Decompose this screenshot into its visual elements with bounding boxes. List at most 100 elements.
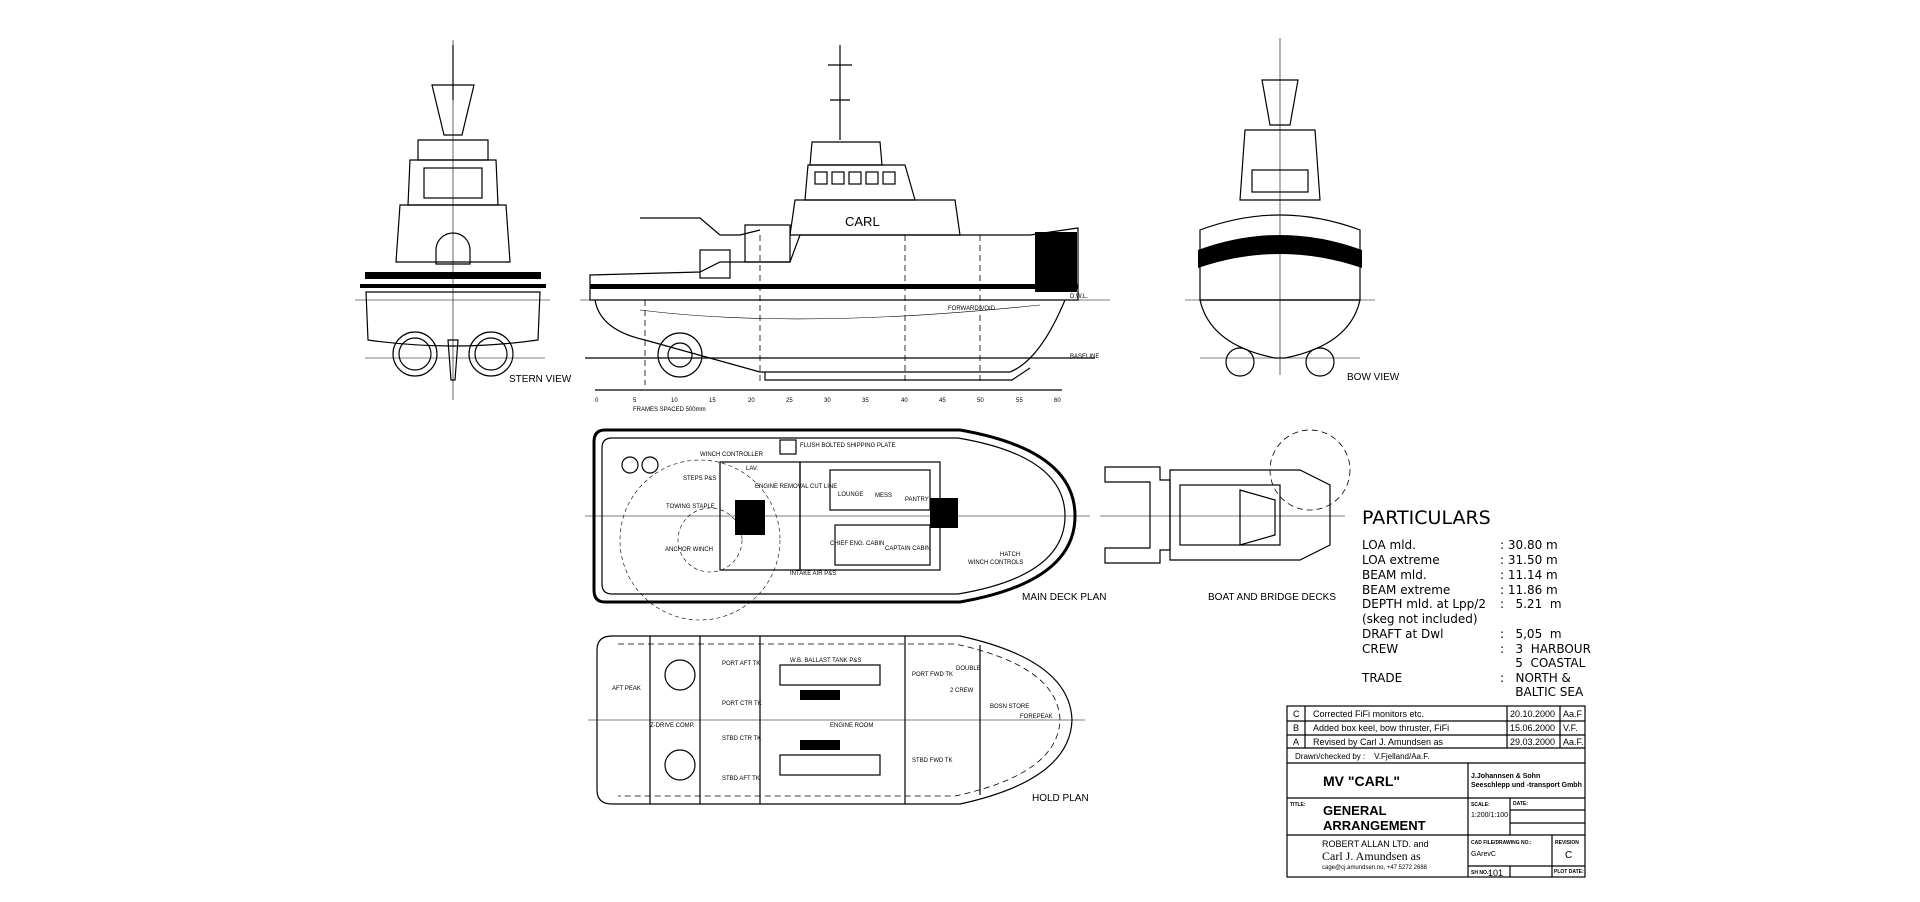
deck-label: ANCHOR WINCH xyxy=(665,547,713,553)
main-deck-plan: WINCH CONTROLLER FLUSH BOLTED SHIPPING P… xyxy=(585,428,1106,621)
hull-name: CARL xyxy=(845,214,880,229)
particulars-title: PARTICULARS xyxy=(1362,507,1491,529)
revision-label: REVISION xyxy=(1555,840,1579,846)
revision-by: Aa.F. xyxy=(1563,737,1584,747)
hold-plan: AFT PEAK PORT AFT TK PORT CTR TK STBD CT… xyxy=(588,635,1089,805)
hold-label: STBD FWD TK xyxy=(912,758,953,764)
frame-tick: 10 xyxy=(671,398,678,404)
title-label: TITLE: xyxy=(1290,802,1306,808)
particular-value: : NORTH & xyxy=(1500,671,1571,685)
boat-bridge-decks-label: BOAT AND BRIDGE DECKS xyxy=(1208,592,1336,603)
particular-label: LOA extreme xyxy=(1362,553,1440,567)
particular-value: : 31.50 m xyxy=(1500,553,1558,567)
dwl-label: D.W.L. xyxy=(1070,294,1088,300)
cad-value: GArevC xyxy=(1471,851,1496,858)
hold-label: BOSN STORE xyxy=(990,704,1029,710)
title-block: C Corrected FiFi monitors etc. 20.10.200… xyxy=(1286,705,1586,878)
particulars-table: PARTICULARS LOA mld. : 30.80 m LOA extre… xyxy=(1361,507,1591,699)
frame-tick: 50 xyxy=(977,398,984,404)
particular-label: LOA mld. xyxy=(1362,538,1416,552)
hold-label: PORT FWD TK xyxy=(912,672,953,678)
side-profile: CARL FORWARD VOID BASELINE D.W.L. 0 5 10… xyxy=(580,45,1110,413)
frame-tick: 0 xyxy=(595,398,599,404)
hold-label: DOUBLE xyxy=(956,666,981,672)
revision-date: 15.06.2000 xyxy=(1510,723,1555,733)
deck-label: FLUSH BOLTED SHIPPING PLATE xyxy=(800,443,895,449)
deck-label: TOWING STAPLE xyxy=(666,504,715,510)
scale-label: SCALE: xyxy=(1471,802,1490,808)
hold-label: AFT PEAK xyxy=(612,686,641,692)
designer-line2: Carl J. Amundsen as xyxy=(1322,849,1421,863)
owner-line2: Seeschlepp und -transport Gmbh xyxy=(1471,782,1582,789)
designer-contact: cage@cj.amundsen.no, +47 5272 2688 xyxy=(1322,865,1428,871)
particular-value: : 5.21 m xyxy=(1500,597,1562,611)
stern-view: STERN VIEW xyxy=(355,40,572,400)
main-deck-plan-label: MAIN DECK PLAN xyxy=(1022,592,1106,603)
frame-tick: 40 xyxy=(901,398,908,404)
bow-view: BOW VIEW xyxy=(1185,38,1400,383)
hold-label: ENGINE ROOM xyxy=(830,723,873,729)
deck-label: ENGINE REMOVAL CUT LINE xyxy=(755,484,837,490)
deck-label: LOUNGE xyxy=(838,492,863,498)
revision-letter: B xyxy=(1293,723,1299,733)
vessel-name: MV "CARL" xyxy=(1323,773,1400,789)
baseline-label: BASELINE xyxy=(1070,354,1099,360)
deck-label: INTAKE AIR P&S xyxy=(790,571,836,577)
particular-label: DEPTH mld. at Lpp/2 xyxy=(1362,597,1486,611)
deck-label: STEPS P&S xyxy=(683,476,716,482)
deck-label: PANTRY xyxy=(905,497,929,503)
hold-label: PORT CTR TK xyxy=(722,701,762,707)
sheet-value: 101 xyxy=(1488,868,1503,878)
frame-tick: 20 xyxy=(748,398,755,404)
scale-value: 1:200/1:100 xyxy=(1471,812,1508,819)
particular-value: : 30.80 m xyxy=(1500,538,1558,552)
revision-date: 20.10.2000 xyxy=(1510,709,1555,719)
deck-label: CAPTAIN CABIN xyxy=(885,546,931,552)
particular-label: TRADE xyxy=(1361,671,1402,685)
designer-line1: ROBERT ALLAN LTD. and xyxy=(1322,839,1429,849)
hold-label: 2 CREW xyxy=(950,688,974,694)
hold-label: PORT AFT TK xyxy=(722,661,760,667)
revision-value: C xyxy=(1565,850,1572,861)
drawn-checked: Drawn/checked by : V.Fjelland/Aa.F. xyxy=(1295,752,1429,761)
deck-label: MESS xyxy=(875,493,892,499)
date-label: DATE: xyxy=(1513,801,1528,807)
frame-tick: 30 xyxy=(824,398,831,404)
frame-tick: 25 xyxy=(786,398,793,404)
hold-label: W.B. BALLAST TANK P&S xyxy=(790,658,861,664)
forward-void-label: FORWARD VOID xyxy=(948,306,996,312)
stern-view-label: STERN VIEW xyxy=(509,374,572,385)
particular-value: : 3 HARBOUR xyxy=(1500,642,1591,656)
frame-scale: 0 5 10 15 20 25 30 35 40 45 50 55 60 xyxy=(595,398,1061,404)
frame-tick: 60 xyxy=(1054,398,1061,404)
particular-value: : 11.14 m xyxy=(1500,568,1558,582)
revision-by: V.F. xyxy=(1563,723,1578,733)
hold-label: FOREPEAK xyxy=(1020,714,1053,720)
frame-tick: 15 xyxy=(709,398,716,404)
particular-value: BALTIC SEA xyxy=(1500,685,1584,699)
particular-value: : 5,05 m xyxy=(1500,627,1562,641)
particular-value: 5 COASTAL xyxy=(1500,656,1586,670)
revision-letter: A xyxy=(1293,737,1299,747)
particular-label: BEAM mld. xyxy=(1362,568,1427,582)
plot-date-label: PLOT DATE: xyxy=(1554,869,1584,875)
hold-label: STBD AFT TK xyxy=(722,776,760,782)
revision-desc: Revised by Carl J. Amundsen as xyxy=(1313,737,1444,747)
drawing-title-line2: ARRANGEMENT xyxy=(1323,818,1426,833)
particular-label: DRAFT at Dwl xyxy=(1362,627,1443,641)
owner-line1: J.Johannsen & Sohn xyxy=(1471,773,1540,780)
frames-note: FRAMES SPACED 500mm xyxy=(633,407,706,413)
deck-label: WINCH CONTROLLER xyxy=(700,452,764,458)
particular-label: CREW xyxy=(1362,642,1398,656)
revision-desc: Added box keel, bow thruster, FiFi xyxy=(1313,723,1449,733)
revision-desc: Corrected FiFi monitors etc. xyxy=(1313,709,1424,719)
particular-label: BEAM extreme xyxy=(1362,583,1450,597)
frame-tick: 5 xyxy=(633,398,637,404)
particular-label: (skeg not included) xyxy=(1362,612,1478,626)
drawing-title-line1: GENERAL xyxy=(1323,803,1387,818)
deck-label: LAV. xyxy=(746,466,758,472)
frame-tick: 45 xyxy=(939,398,946,404)
cad-label: CAD FILE/DRAWING NO.: xyxy=(1471,840,1532,846)
particular-value: : 11.86 m xyxy=(1500,583,1558,597)
